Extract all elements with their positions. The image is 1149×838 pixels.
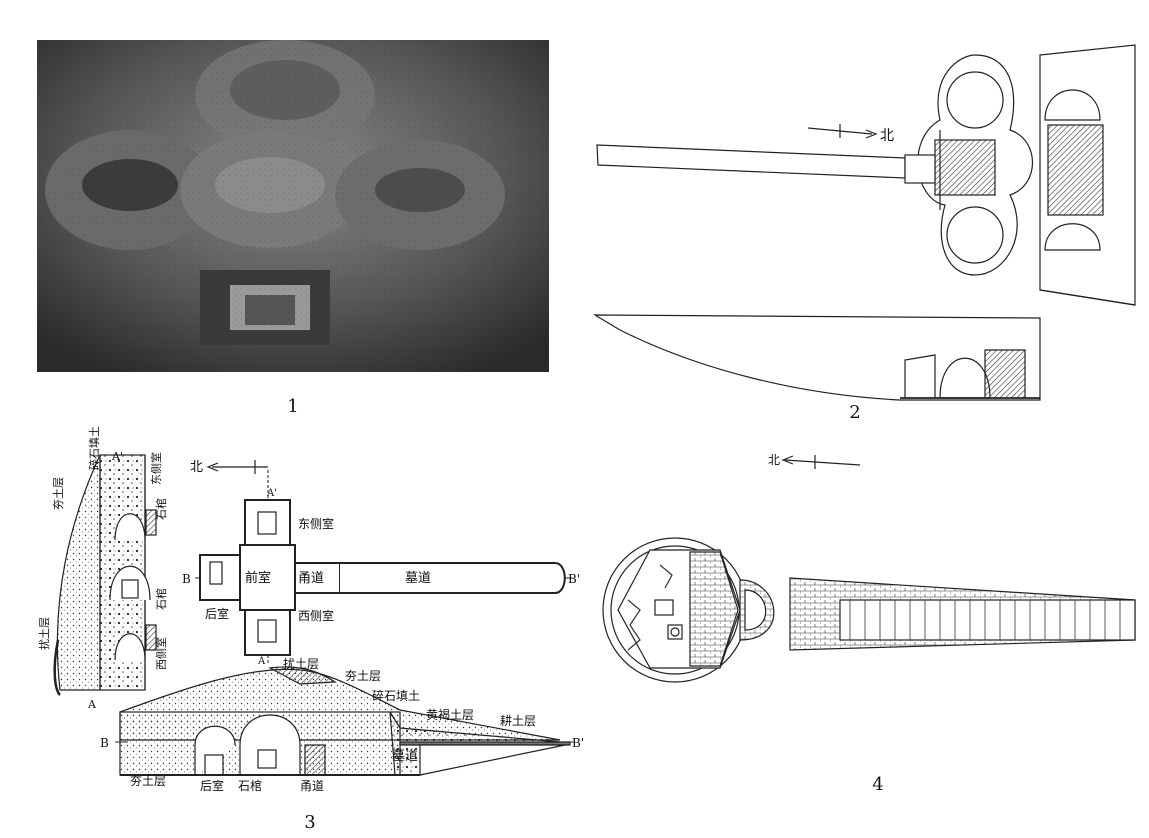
fig3-plan-b: B	[182, 572, 191, 586]
fig3-north-label: 北	[190, 460, 203, 475]
fig2-drawing	[592, 44, 1136, 401]
figure-number-2: 2	[849, 402, 860, 423]
fig3-cs-stone-coffin-2: 石棺	[154, 588, 168, 610]
fig3-ls-rammed-earth-bottom: 夯土层	[130, 774, 166, 788]
fig3-label-a: A	[87, 698, 97, 711]
fig3-ls-plough-soil: 耕土层	[500, 713, 536, 728]
figure-number-3: 3	[304, 812, 315, 833]
fig3-plan-b-prime: B'	[568, 572, 580, 586]
fig3-cs-disturbed-layer: 扰土层	[37, 617, 51, 650]
fig3-cs-stone-coffin-1: 石棺	[154, 498, 168, 520]
fig3-ls-passage: 墓道	[392, 749, 418, 764]
fig3-ls-yellow-brown-soil: 黄褐土层	[426, 707, 474, 722]
fig3-plan-a: A	[257, 656, 266, 667]
fig3-plan-a-prime: A'	[266, 488, 277, 499]
fig2-north-label: 北	[880, 128, 894, 144]
fig3-cs-gravel-fill: 碎石填土	[87, 426, 101, 470]
fig1-photo	[37, 40, 549, 372]
fig3-plan	[195, 460, 572, 665]
fig3-ls-rear-chamber: 后室	[200, 778, 224, 793]
fig3-plan-passage: 墓道	[405, 571, 431, 586]
fig3-long-section	[115, 666, 575, 776]
fig3-plan-rear-chamber: 后室	[205, 606, 229, 621]
fig3-ls-disturbed-layer: 扰土层	[283, 657, 319, 671]
fig4-drawing	[602, 455, 1136, 683]
fig3-cs-east-side-chamber: 东侧室	[149, 452, 163, 485]
fig3-cs-west-side-chamber: 西侧室	[154, 637, 168, 670]
figure-number-1: 1	[287, 396, 298, 417]
fig4-north-label: 北	[768, 453, 780, 467]
fig3-ls-rammed-earth-top: 夯土层	[345, 669, 381, 683]
fig3-cs-rammed-earth: 夯土层	[52, 477, 65, 510]
figure-number-4: 4	[872, 774, 883, 795]
fig3-cross-section	[53, 454, 157, 696]
fig3-ls-gravel-fill: 碎石填土	[372, 688, 420, 703]
fig3-plan-corridor: 甬道	[298, 571, 324, 586]
fig3-plan-west-side-chamber: 西侧室	[298, 608, 334, 623]
fig3-plan-front-chamber: 前室	[245, 570, 271, 586]
fig3-plan-east-side-chamber: 东侧室	[298, 516, 334, 531]
fig3-ls-stone-coffin: 石棺	[238, 778, 262, 793]
fig3-ls-corridor: 甬道	[300, 779, 324, 793]
fig3-ls-b-prime: B'	[572, 736, 584, 750]
fig3-label-a-prime: A'	[111, 450, 123, 463]
fig3-ls-b: B	[100, 736, 109, 750]
